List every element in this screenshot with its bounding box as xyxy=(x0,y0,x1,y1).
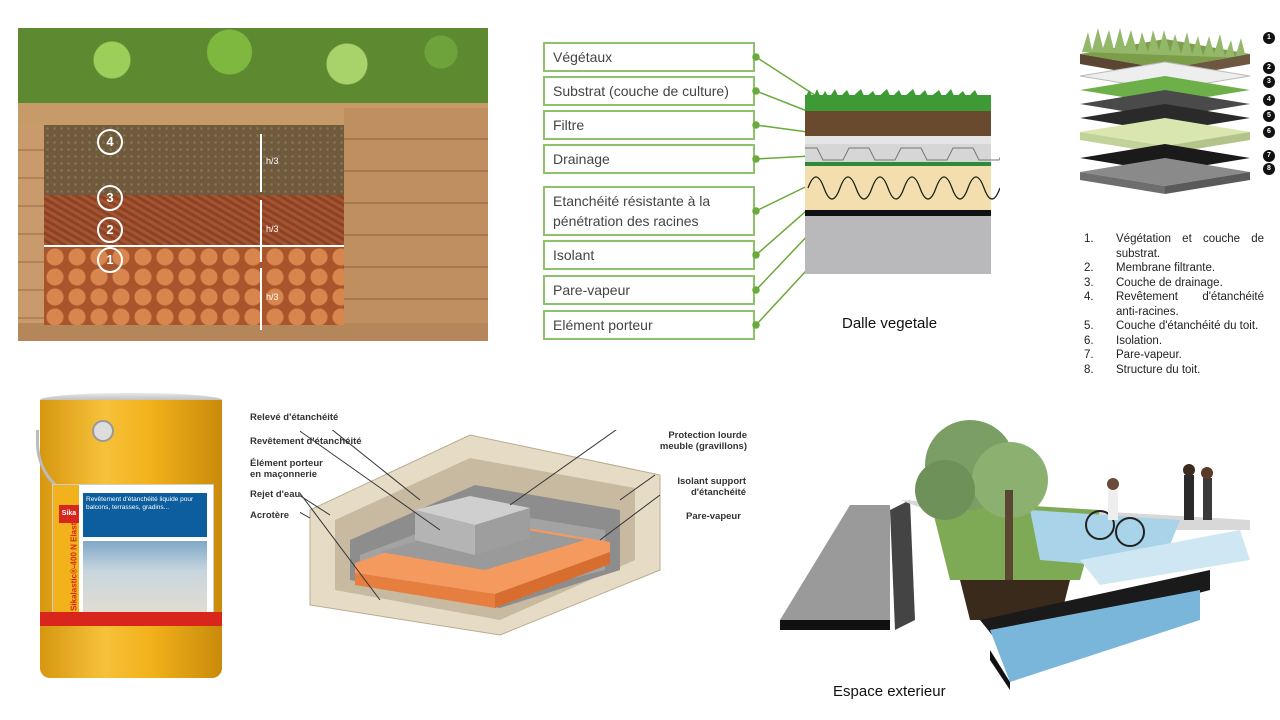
legend-item: 4.Revêtement d'étanchéité anti-racines. xyxy=(1084,291,1264,318)
legend-item: 5.Couche d'étanchéité du toit. xyxy=(1084,320,1259,332)
raised-bed-image: 4 3 2 1 h/3 h/3 h/3 xyxy=(18,28,488,341)
label-filtre: Filtre xyxy=(543,110,755,140)
street-cross-section xyxy=(780,420,1250,690)
flat-roof-drawing xyxy=(300,430,661,636)
stack-marker-2: 2 xyxy=(1263,62,1275,74)
exterior-caption: Espace exterieur xyxy=(833,683,946,700)
layer-marker-4: 4 xyxy=(97,129,123,155)
sika-logo: Sika xyxy=(59,505,79,523)
bed-bottom-plank xyxy=(18,323,488,341)
label-pare-vapeur: Pare-vapeur xyxy=(543,275,755,305)
label-isolant-support: Isolant support d'étanchéité xyxy=(677,476,746,498)
layer-marker-1: 1 xyxy=(97,247,123,273)
height-label-middle: h/3 xyxy=(266,224,279,234)
stack-marker-5: 5 xyxy=(1263,110,1275,122)
label-element-porteur: Elément porteur xyxy=(543,310,755,340)
product-name: Sikalastic®-400 N Elastic xyxy=(69,516,79,611)
label-acrotere: Acrotère xyxy=(250,510,290,521)
soil-layer xyxy=(44,125,344,195)
building-photo xyxy=(83,541,207,617)
layer-legend-list: 1.Végétation et couche de substrat. 2.Me… xyxy=(1084,232,1264,377)
roof-section-drawing xyxy=(752,53,1000,329)
stack-marker-4: 4 xyxy=(1263,94,1275,106)
legend-item: 2.Membrane filtrante. xyxy=(1084,262,1216,274)
can-label: Sika Sikalastic®-400 N Elastic Revêtemen… xyxy=(52,484,214,626)
stack-marker-3: 3 xyxy=(1263,76,1275,88)
plants-foliage xyxy=(18,28,488,108)
height-arrow-middle xyxy=(260,200,262,262)
height-label-bottom: h/3 xyxy=(266,292,279,302)
stack-marker-6: 6 xyxy=(1263,126,1275,138)
height-arrow-top xyxy=(260,134,262,192)
label-isolant: Isolant xyxy=(543,240,755,270)
label-rejet-eau: Rejet d'eau xyxy=(250,489,301,500)
handle-ring xyxy=(92,420,114,442)
label-protection-lourde: Protection lourde meuble (gravillons) xyxy=(659,430,747,452)
clay-pebbles-layer xyxy=(44,245,344,325)
height-arrow-bottom xyxy=(260,268,262,330)
legend-item: 1.Végétation et couche de substrat. xyxy=(1084,233,1264,260)
label-pare-vapeur-section: Pare-vapeur xyxy=(686,511,741,522)
stack-marker-8: 8 xyxy=(1263,163,1275,175)
label-element-porteur-maconnerie: Élément porteur en maçonnerie xyxy=(250,458,323,480)
layer-marker-3: 3 xyxy=(97,185,123,211)
can-red-band xyxy=(40,612,222,626)
exploded-roof-layers xyxy=(1079,28,1251,194)
green-roof-caption: Dalle vegetale xyxy=(842,315,938,332)
legend-item: 8.Structure du toit. xyxy=(1084,363,1201,376)
fleece-line xyxy=(44,245,344,246)
label-revetement-etancheite: Revêtement d'étanchéité xyxy=(250,436,362,447)
legend-item: 3.Couche de drainage. xyxy=(1084,276,1223,289)
legend-item: 6.Isolation. xyxy=(1084,334,1163,347)
height-label-top: h/3 xyxy=(266,156,279,166)
bed-left-plank xyxy=(18,123,44,341)
label-drainage: Drainage xyxy=(543,144,755,174)
bed-side-planks xyxy=(344,108,488,341)
stack-marker-7: 7 xyxy=(1263,150,1275,162)
product-description: Revêtement d'étanchéité liquide pour bal… xyxy=(83,493,207,537)
stack-marker-1: 1 xyxy=(1263,32,1275,44)
layer-marker-2: 2 xyxy=(97,217,123,243)
wood-chips-layer xyxy=(44,195,344,245)
legend-item: 7.Pare-vapeur. xyxy=(1084,349,1182,361)
label-etancheite: Etanchéité résistante à la pénétration d… xyxy=(543,186,755,236)
label-releve-etancheite: Relevé d'étanchéité xyxy=(250,412,339,423)
